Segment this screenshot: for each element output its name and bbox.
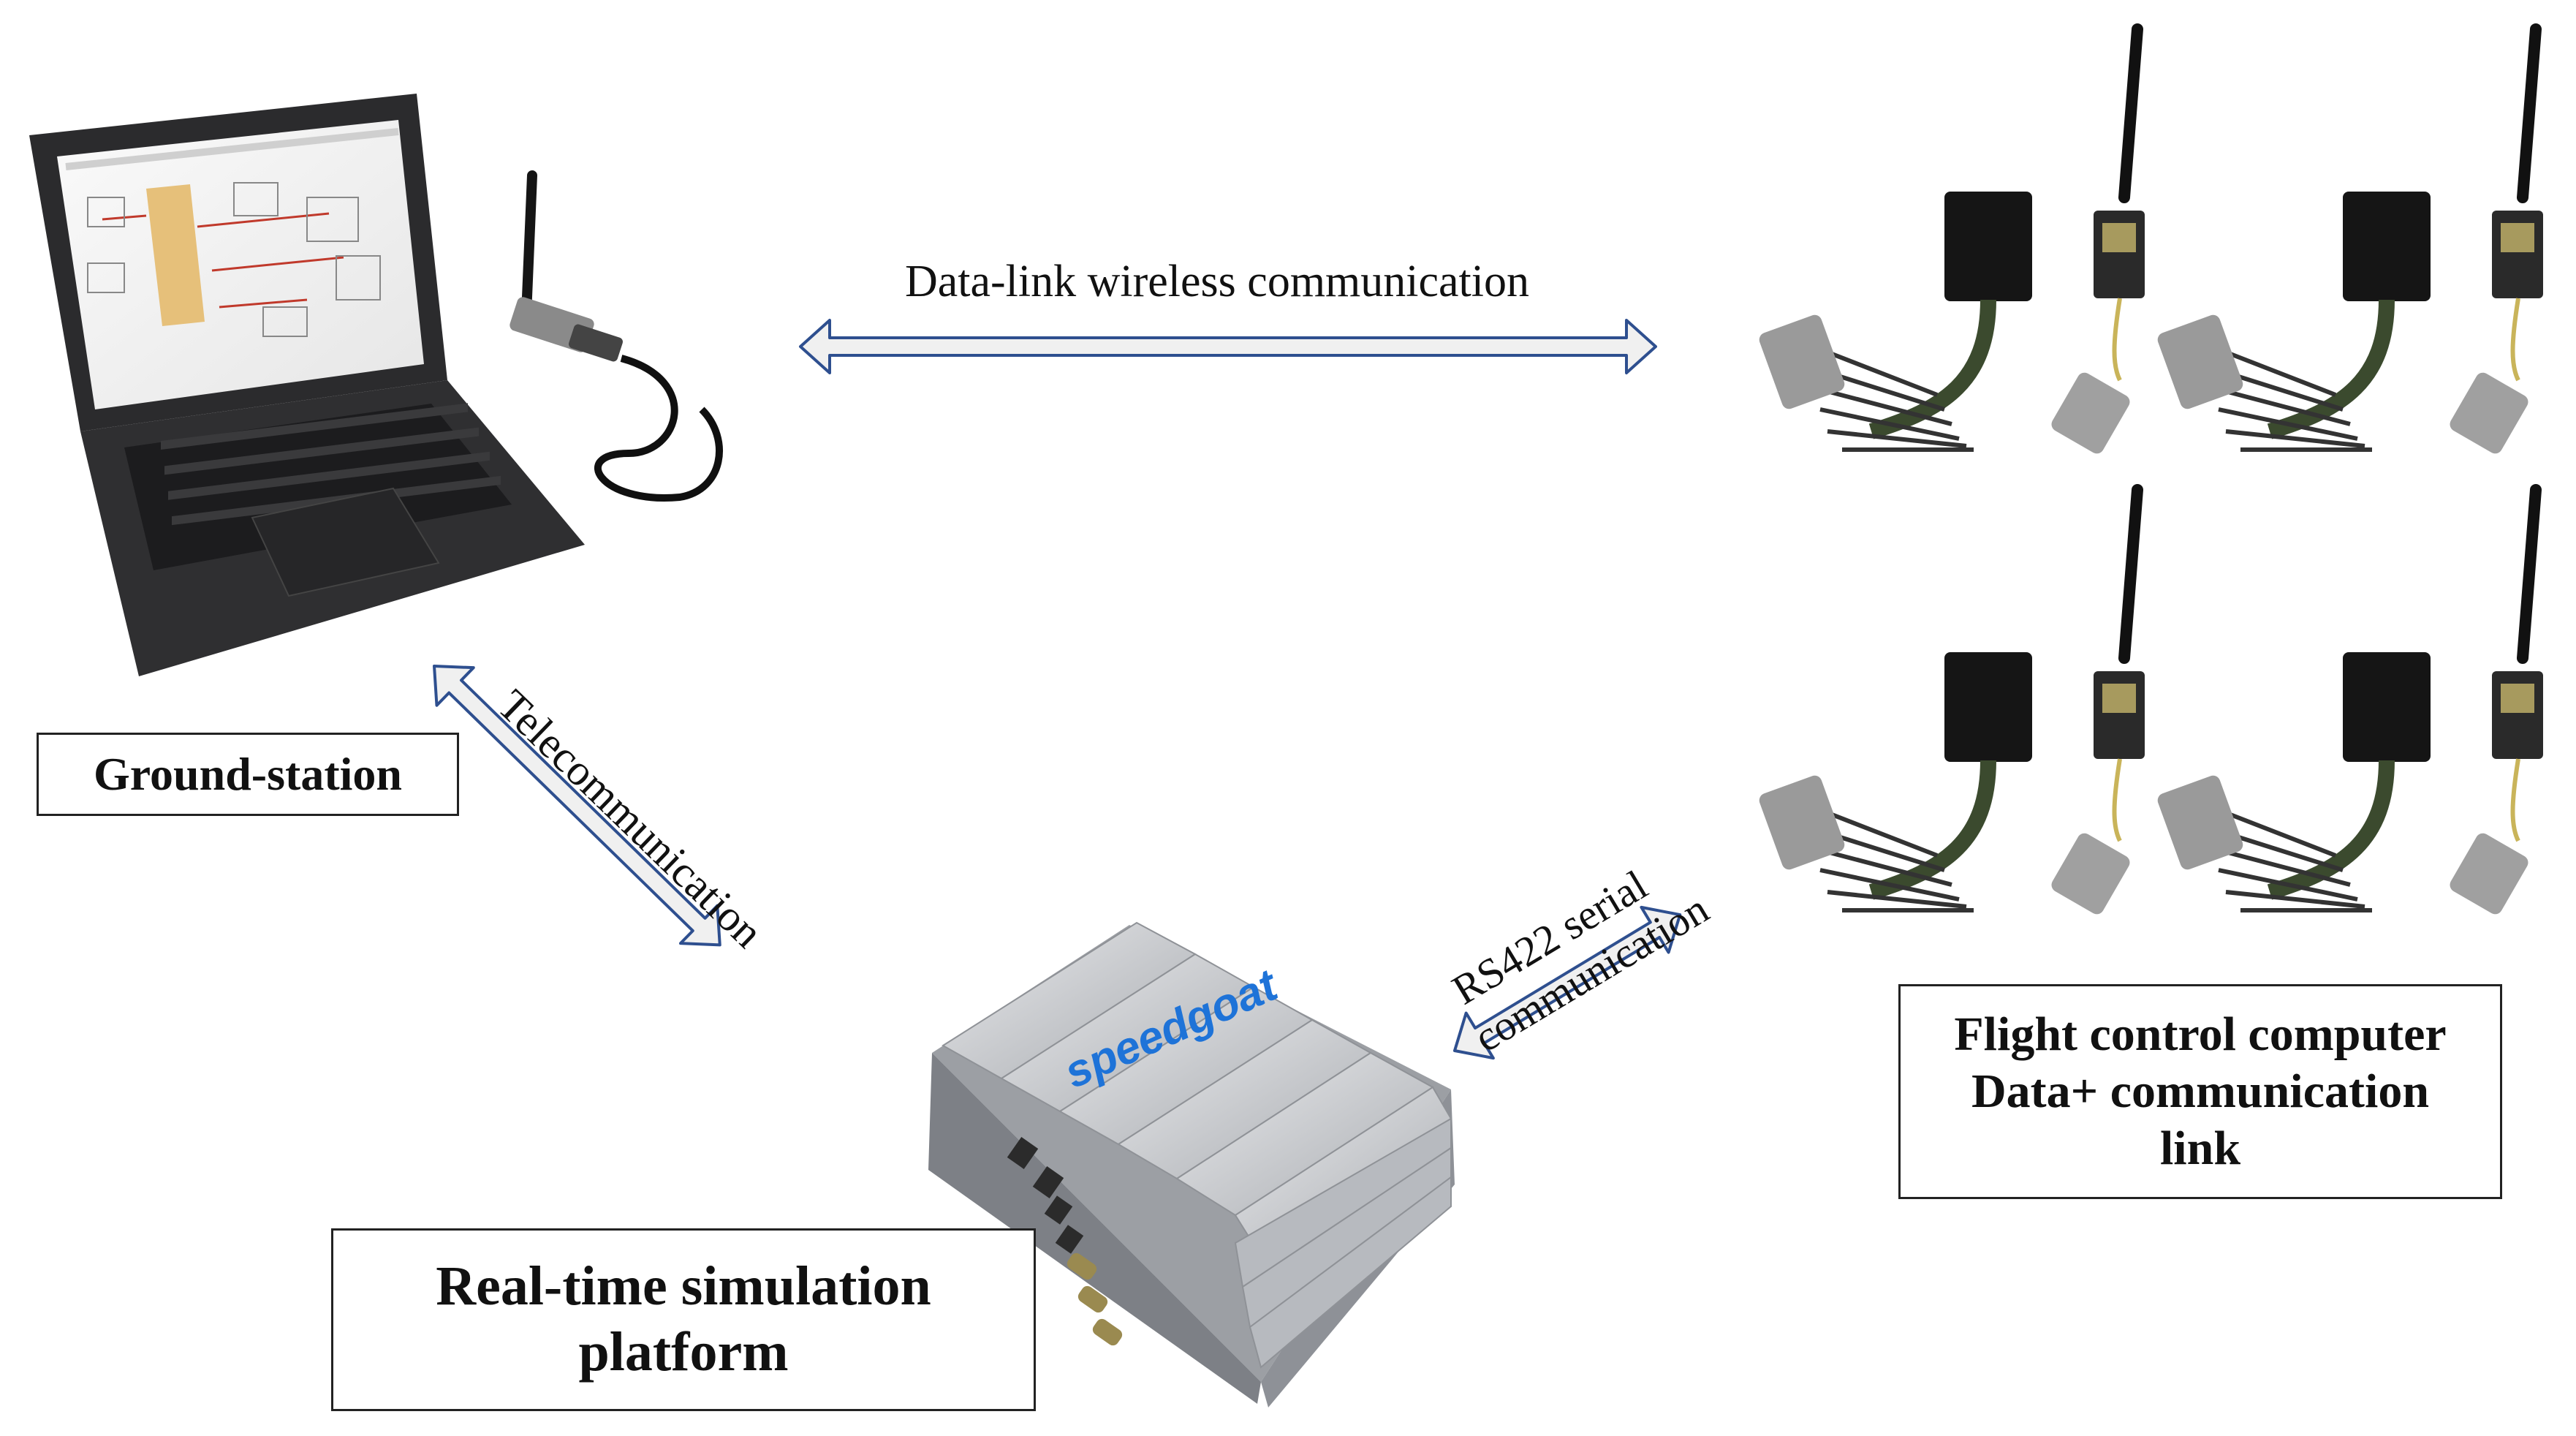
ground-station-box: Ground-station xyxy=(37,733,459,816)
realtime-platform-box: Real-time simulation platform xyxy=(331,1228,1036,1411)
fcc-unit-4 xyxy=(2157,484,2543,915)
rs422-double-arrow xyxy=(1453,905,1682,1060)
realtime-platform-line1: Real-time simulation xyxy=(436,1255,931,1318)
fcc-line1: Flight control computer xyxy=(1954,1008,2447,1062)
datalink-label: Data-link wireless communication xyxy=(905,257,1529,306)
telecom-double-arrow xyxy=(433,665,721,947)
ground-station-label: Ground-station xyxy=(93,748,403,801)
realtime-platform-line2: platform xyxy=(578,1321,789,1383)
fcc-box: Flight control computer Data+ communicat… xyxy=(1898,984,2502,1199)
laptop-image xyxy=(29,94,723,676)
fcc-line3: link xyxy=(2159,1121,2241,1175)
datalink-double-arrow xyxy=(799,319,1657,374)
fcc-unit-1 xyxy=(1759,23,2145,454)
fcc-unit-2 xyxy=(2157,23,2543,454)
fcc-line2: Data+ communication xyxy=(1971,1065,2430,1119)
speedgoat-device-image xyxy=(928,921,1455,1407)
fcc-unit-3 xyxy=(1759,484,2145,915)
